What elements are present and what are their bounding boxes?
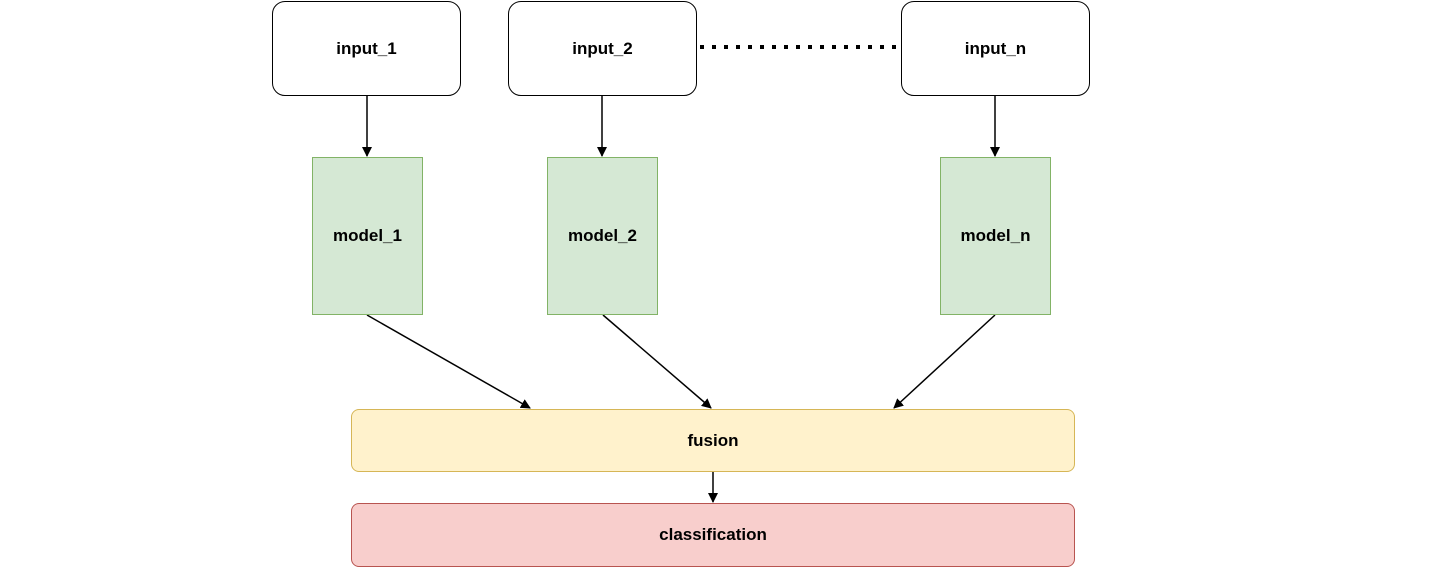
classification-label: classification	[659, 525, 767, 544]
input-2-node: input_2	[508, 1, 697, 96]
input-2-label: input_2	[572, 38, 633, 58]
model-1-label: model_1	[333, 226, 402, 245]
fusion-label: fusion	[687, 430, 739, 450]
arrow-model-1-to-fusion	[366, 314, 531, 409]
model-2-node: model_2	[547, 157, 658, 315]
fusion-node: fusion	[351, 409, 1075, 472]
model-n-label: model_n	[960, 226, 1031, 245]
input-n-node: input_n	[901, 1, 1090, 96]
arrow-model-2-to-fusion	[602, 314, 712, 409]
input-1-label: input_1	[336, 38, 397, 58]
classification-node: classification	[351, 503, 1075, 567]
input-n-label: input_n	[964, 38, 1027, 58]
model-n-node: model_n	[940, 157, 1051, 315]
model-2-label: model_2	[568, 226, 637, 245]
arrow-model-n-to-fusion	[893, 314, 996, 409]
model-1-node: model_1	[312, 157, 423, 315]
input-1-node: input_1	[272, 1, 461, 96]
